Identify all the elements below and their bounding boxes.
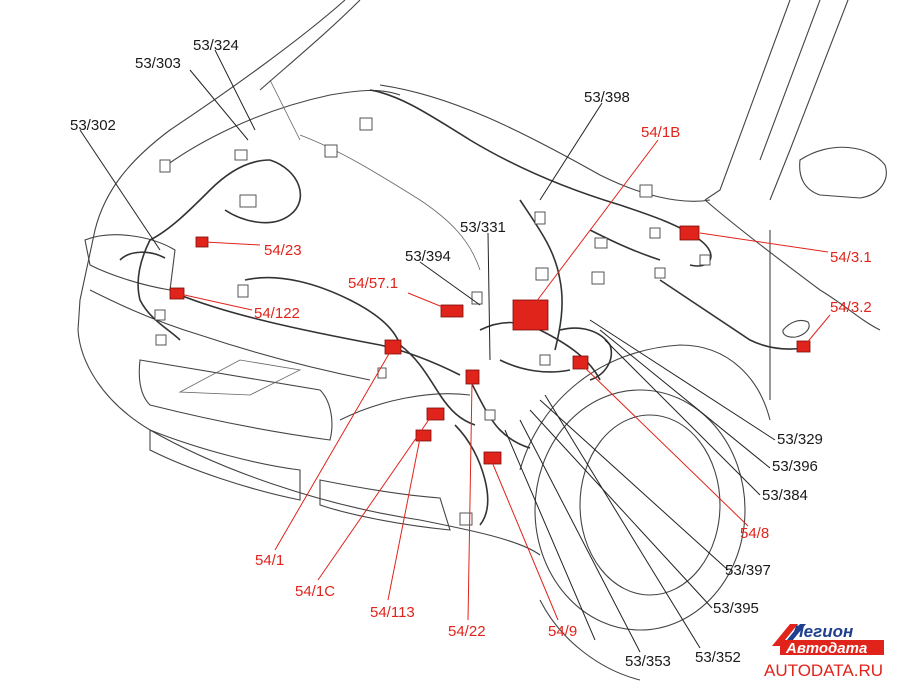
label-54-22: 54/22 — [448, 623, 486, 640]
labels-black: 53/324 53/303 53/302 53/398 53/331 53/39… — [70, 37, 823, 670]
label-53-397: 53/397 — [725, 562, 771, 579]
logo-line2: Автодата — [785, 640, 867, 657]
labels-red: 54/1B 54/23 54/57.1 54/3.1 54/3.2 54/122… — [254, 124, 872, 640]
label-53-394: 53/394 — [405, 248, 451, 265]
label-54-1B: 54/1B — [641, 124, 680, 141]
label-53-331: 53/331 — [460, 219, 506, 236]
leader-lines-red — [179, 139, 831, 621]
label-53-353: 53/353 — [625, 653, 671, 670]
leader-lines-black — [79, 49, 776, 653]
logo-line1: Легион — [790, 622, 853, 641]
label-53-302: 53/302 — [70, 117, 116, 134]
label-53-384: 53/384 — [762, 487, 808, 504]
connector-54-57-1 — [440, 304, 464, 318]
connector-54-113 — [415, 429, 432, 442]
connector-54-8 — [572, 355, 589, 370]
logo-url: AUTODATA.RU — [764, 661, 883, 680]
connector-54-3-1 — [679, 225, 700, 241]
label-54-1C: 54/1C — [295, 583, 335, 600]
connector-54-3-2 — [796, 340, 811, 353]
label-53-396: 53/396 — [772, 458, 818, 475]
label-54-3-1: 54/3.1 — [830, 249, 872, 266]
red-connectors — [169, 225, 811, 465]
connector-54-1C-a — [426, 407, 445, 421]
autodata-logo: Легион Автодата AUTODATA.RU — [764, 622, 884, 680]
harness-clips — [154, 117, 711, 526]
connector-54-1 — [384, 339, 402, 355]
label-53-352: 53/352 — [695, 649, 741, 666]
label-53-329: 53/329 — [777, 431, 823, 448]
connector-54-22 — [465, 369, 480, 385]
label-53-395: 53/395 — [713, 600, 759, 617]
label-53-303: 53/303 — [135, 55, 181, 72]
label-54-57-1: 54/57.1 — [348, 275, 398, 292]
label-53-398: 53/398 — [584, 89, 630, 106]
label-54-122: 54/122 — [254, 305, 300, 322]
label-54-113: 54/113 — [370, 604, 415, 621]
label-54-23: 54/23 — [264, 242, 302, 259]
label-54-9: 54/9 — [548, 623, 577, 640]
connector-54-1B — [512, 299, 549, 331]
label-54-3-2: 54/3.2 — [830, 299, 872, 316]
label-54-1: 54/1 — [255, 552, 284, 569]
connector-54-122 — [169, 287, 185, 300]
label-54-8: 54/8 — [740, 525, 769, 542]
label-53-324: 53/324 — [193, 37, 239, 54]
